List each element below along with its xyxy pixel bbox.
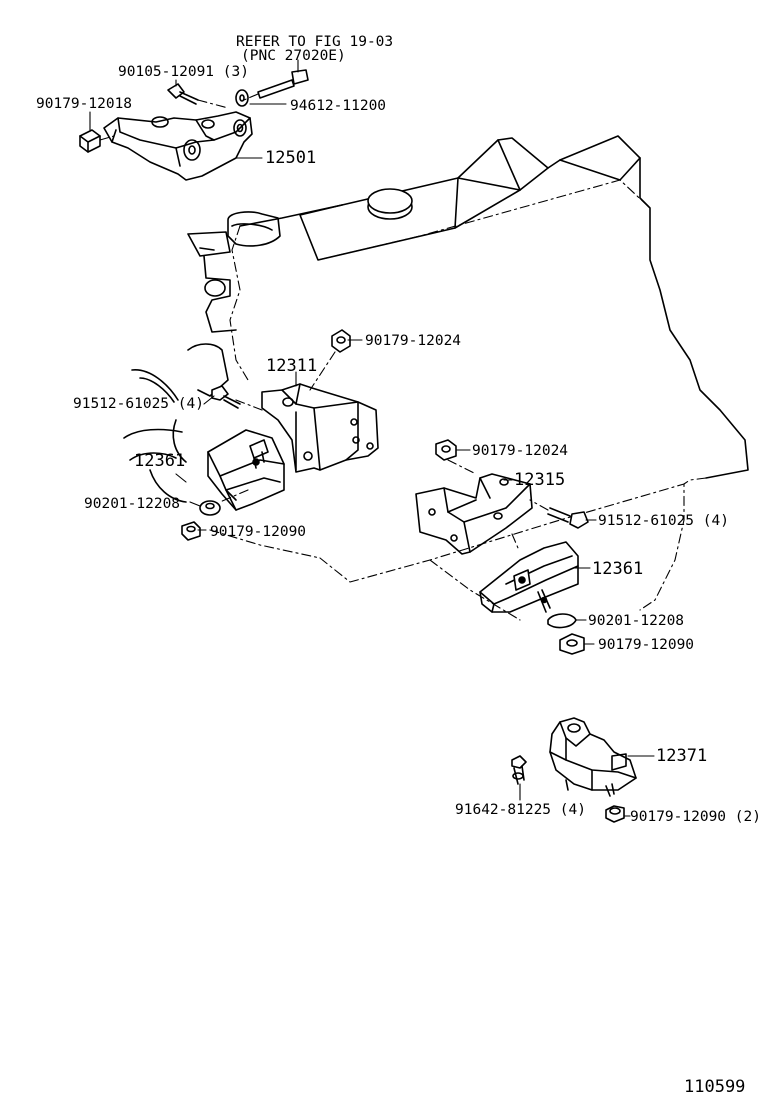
- engine-mount-insulator-12361-left: [207, 429, 285, 511]
- bolt-91512-61025-left-icon: [211, 385, 241, 409]
- callout-91512-61025-left: 91512-61025 (4): [73, 396, 204, 412]
- callout-90179-12090-right: 90179-12090: [598, 637, 694, 653]
- callout-12311: 12311: [266, 356, 317, 376]
- washer-94612-11200-icon: [235, 89, 249, 107]
- washer-90201-12208-right-icon: [547, 613, 577, 629]
- callout-90179-12024-right: 90179-12024: [472, 443, 568, 459]
- callout-94612-11200: 94612-11200: [290, 98, 386, 114]
- engine-mount-insulator-12361-right: [479, 541, 579, 613]
- callout-90179-12090-rear: 90179-12090 (2): [630, 809, 760, 825]
- callout-91642-81225: 91642-81225 (4): [455, 802, 586, 818]
- callout-90201-12208-right: 90201-12208: [588, 613, 684, 629]
- nut-90179-12090-rear-icon: [605, 805, 625, 823]
- washer-90201-12208-left-icon: [199, 500, 221, 516]
- refer-note-line2: (PNC 27020E): [241, 48, 346, 64]
- callout-90179-12018: 90179-12018: [36, 96, 132, 112]
- cooling-fan-partial: [123, 369, 187, 503]
- bolt-90105-12091-icon: [167, 83, 229, 109]
- callout-90105-12091: 90105-12091 (3): [118, 64, 249, 80]
- figure-number: 110599: [684, 1077, 745, 1097]
- bolt-91642-81225-icon: [511, 755, 527, 785]
- bolt-90179-12018-icon: [79, 129, 115, 153]
- engine-hanger-bracket-12501: [103, 111, 253, 181]
- callout-12315: 12315: [514, 470, 565, 490]
- callout-12361-left: 12361: [134, 451, 185, 471]
- callout-90179-12090-left: 90179-12090: [210, 524, 306, 540]
- callout-91512-61025-right: 91512-61025 (4): [598, 513, 729, 529]
- bolt-refer-fig-icon: [243, 69, 309, 101]
- callout-12371: 12371: [656, 746, 707, 766]
- engine-block-outline: [187, 135, 749, 621]
- callout-12501: 12501: [265, 148, 316, 168]
- callout-90179-12024-left: 90179-12024: [365, 333, 461, 349]
- callout-90201-12208-left: 90201-12208: [84, 496, 180, 512]
- nut-90179-12024-right-icon: [435, 439, 477, 475]
- nut-90179-12090-right-icon: [559, 633, 585, 655]
- callout-12361-right: 12361: [592, 559, 643, 579]
- bolt-91512-61025-right-icon: [529, 499, 589, 529]
- leader-lines: [89, 59, 655, 817]
- rear-engine-mount-12371: [549, 717, 637, 797]
- refer-note-line1: REFER TO FIG 19-03: [236, 34, 393, 50]
- engine-mount-bracket-12315: [415, 473, 533, 555]
- nut-90179-12024-left-icon: [331, 329, 351, 353]
- engine-mount-bracket-12311: [235, 351, 379, 473]
- nut-90179-12090-left-icon: [181, 521, 201, 541]
